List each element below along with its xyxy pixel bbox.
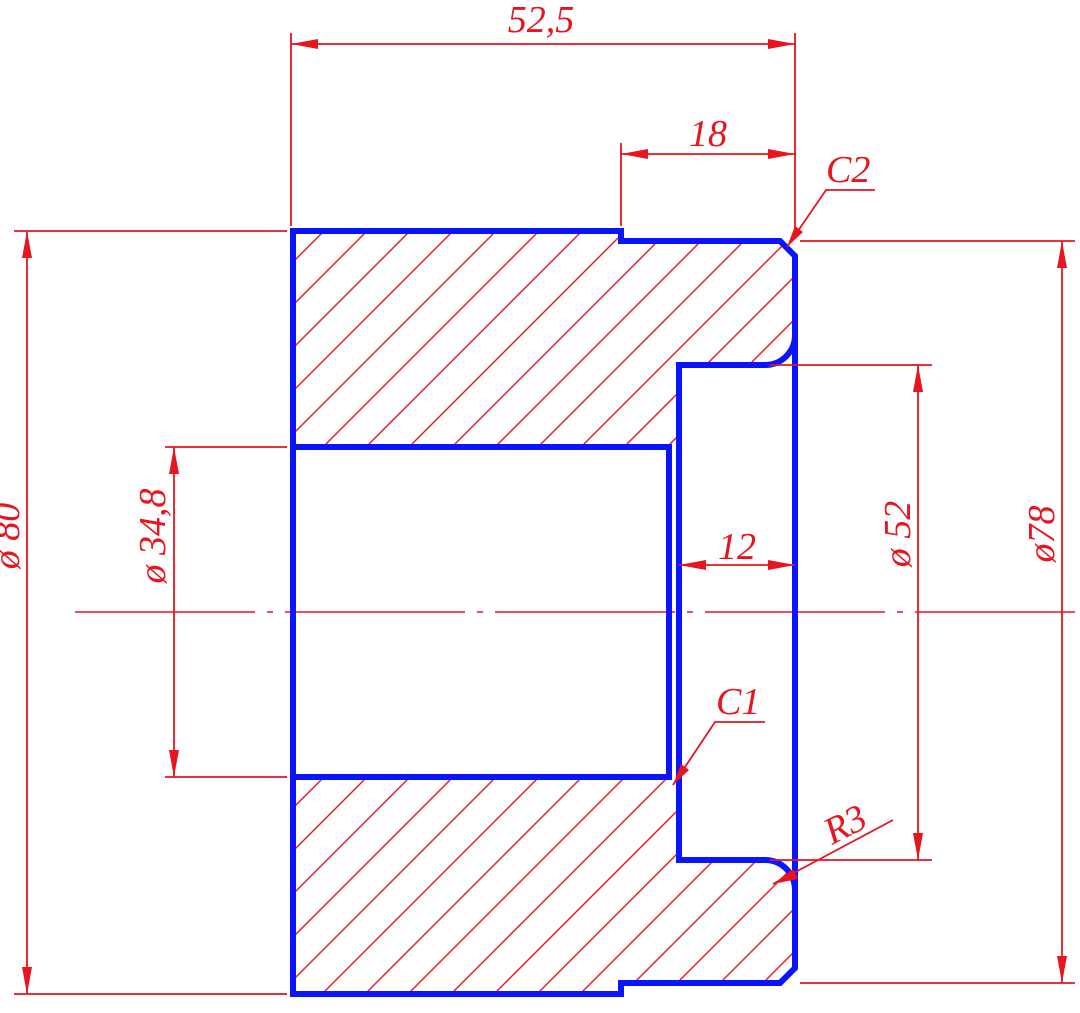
- leader-fillet-radius: R3: [772, 796, 894, 885]
- leader-chamfer-inner: C1: [672, 681, 765, 786]
- dim-label-step-length: 18: [689, 113, 727, 155]
- dim-label-bore-diameter: ø 34,8: [132, 489, 174, 585]
- dim-arrow: [169, 750, 179, 777]
- dim-bore-diameter: ø 34,8: [132, 447, 179, 777]
- dim-arrow: [169, 447, 179, 474]
- dim-label-overall-length: 52,5: [508, 0, 575, 41]
- dim-label-counterbore-depth: 12: [718, 526, 756, 568]
- leader-arrow: [673, 764, 689, 785]
- dim-outer-diameter: ø 80: [0, 231, 32, 994]
- dim-arrow: [22, 967, 32, 994]
- dim-label-outer-diameter: ø 80: [0, 503, 28, 571]
- leader-arrow: [787, 226, 803, 247]
- dim-counterbore-depth: 12: [679, 526, 795, 570]
- dim-overall-length: 52,5: [291, 0, 795, 49]
- dim-arrow: [768, 39, 795, 49]
- dim-arrow: [913, 833, 923, 860]
- dim-arrow: [291, 39, 318, 49]
- leader-arrow: [773, 869, 798, 884]
- dim-arrow: [22, 231, 32, 258]
- extension-lines: [14, 33, 1075, 995]
- dim-counterbore-diameter: ø 52: [877, 365, 923, 860]
- leader-label-chamfer-inner: C1: [716, 681, 760, 723]
- leader-label-fillet-radius: R3: [816, 796, 874, 853]
- hatching-bottom: [293, 777, 795, 994]
- dim-label-step-diameter: ø78: [1021, 506, 1063, 564]
- dim-step-diameter: ø78: [1021, 241, 1067, 983]
- dim-arrow: [913, 365, 923, 392]
- dim-arrow: [768, 149, 795, 159]
- dim-arrow: [1057, 241, 1067, 268]
- dim-step-length: 18: [621, 113, 795, 159]
- dim-arrow: [679, 560, 706, 570]
- dim-arrow: [768, 560, 795, 570]
- leader-chamfer-outer: C2: [786, 149, 875, 248]
- dim-label-counterbore-diameter: ø 52: [877, 501, 919, 569]
- leader-label-chamfer-outer: C2: [826, 149, 870, 191]
- dim-arrow: [621, 149, 648, 159]
- dim-arrow: [1057, 956, 1067, 983]
